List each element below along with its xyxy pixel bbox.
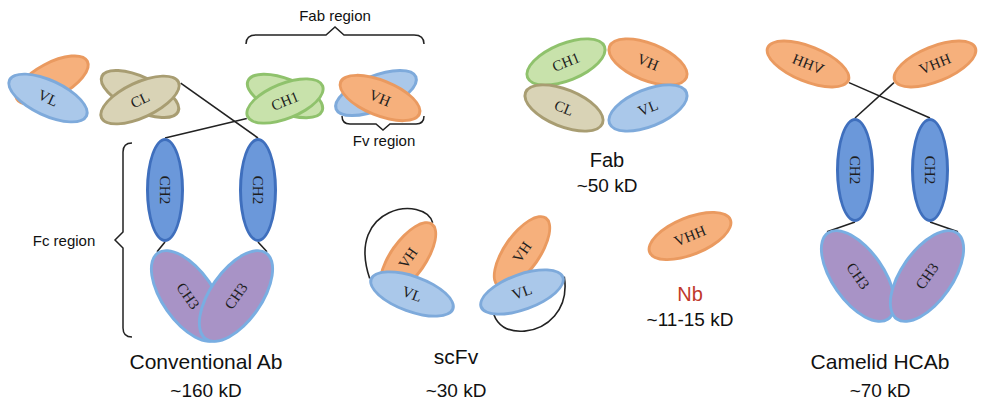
domain-ellipse: CH2 [836, 118, 874, 222]
domain-label: VH [367, 86, 393, 110]
domain-label: CH2 [922, 156, 939, 184]
construct-label: ~50 kD [577, 175, 638, 197]
construct-label: Camelid HCAb [811, 350, 950, 374]
domain-ellipse: CH2 [146, 138, 184, 242]
construct-label: ~160 kD [170, 380, 241, 402]
domain-label: VL [35, 86, 60, 110]
domain-label: CH3 [843, 260, 873, 293]
domain-label: CH1 [269, 88, 302, 114]
domain-ellipse: CH2 [239, 138, 277, 242]
construct-label: Conventional Ab [130, 350, 283, 374]
domain-label: CH2 [847, 156, 864, 184]
region-label: Fab region [299, 7, 371, 24]
domain-label: CH2 [250, 176, 267, 204]
domain-label: VL [510, 281, 535, 304]
region-label: Fc region [33, 232, 96, 249]
domain-ellipse: VHH [641, 201, 739, 272]
construct-label: Nb [677, 283, 703, 306]
construct-label: ~30 kD [426, 380, 487, 402]
domain-label: CL [552, 97, 576, 120]
domain-label: CH3 [221, 280, 251, 313]
domain-label: VH [509, 238, 535, 266]
domain-label: VH [635, 50, 661, 74]
domain-label: VHH [672, 222, 709, 250]
domain-label: VHH [917, 50, 954, 78]
construct-label: Fab [590, 149, 624, 172]
fab-bracket [246, 27, 424, 44]
domain-ellipse: VHH [886, 30, 984, 99]
construct-label: ~11-15 kD [647, 309, 734, 331]
domain-label: CH3 [173, 280, 203, 313]
domain-ellipse: CH2 [911, 118, 949, 222]
hinge-line [855, 83, 894, 118]
domain-label: VH [395, 244, 421, 272]
domain-label: VHH [790, 50, 827, 78]
construct-label: scFv [434, 345, 478, 369]
domain-label: VL [400, 283, 425, 306]
domain-label: CH1 [550, 49, 583, 75]
domain-label: VL [636, 96, 661, 119]
region-label: Fv region [353, 132, 416, 149]
domain-ellipse: VHH [759, 30, 857, 99]
fc-bracket [115, 143, 132, 337]
construct-label: ~70 kD [850, 380, 911, 402]
domain-label: CH2 [157, 176, 174, 204]
domain-label: CH3 [912, 260, 942, 293]
hinge-line [165, 118, 247, 138]
domain-label: CL [128, 88, 153, 112]
